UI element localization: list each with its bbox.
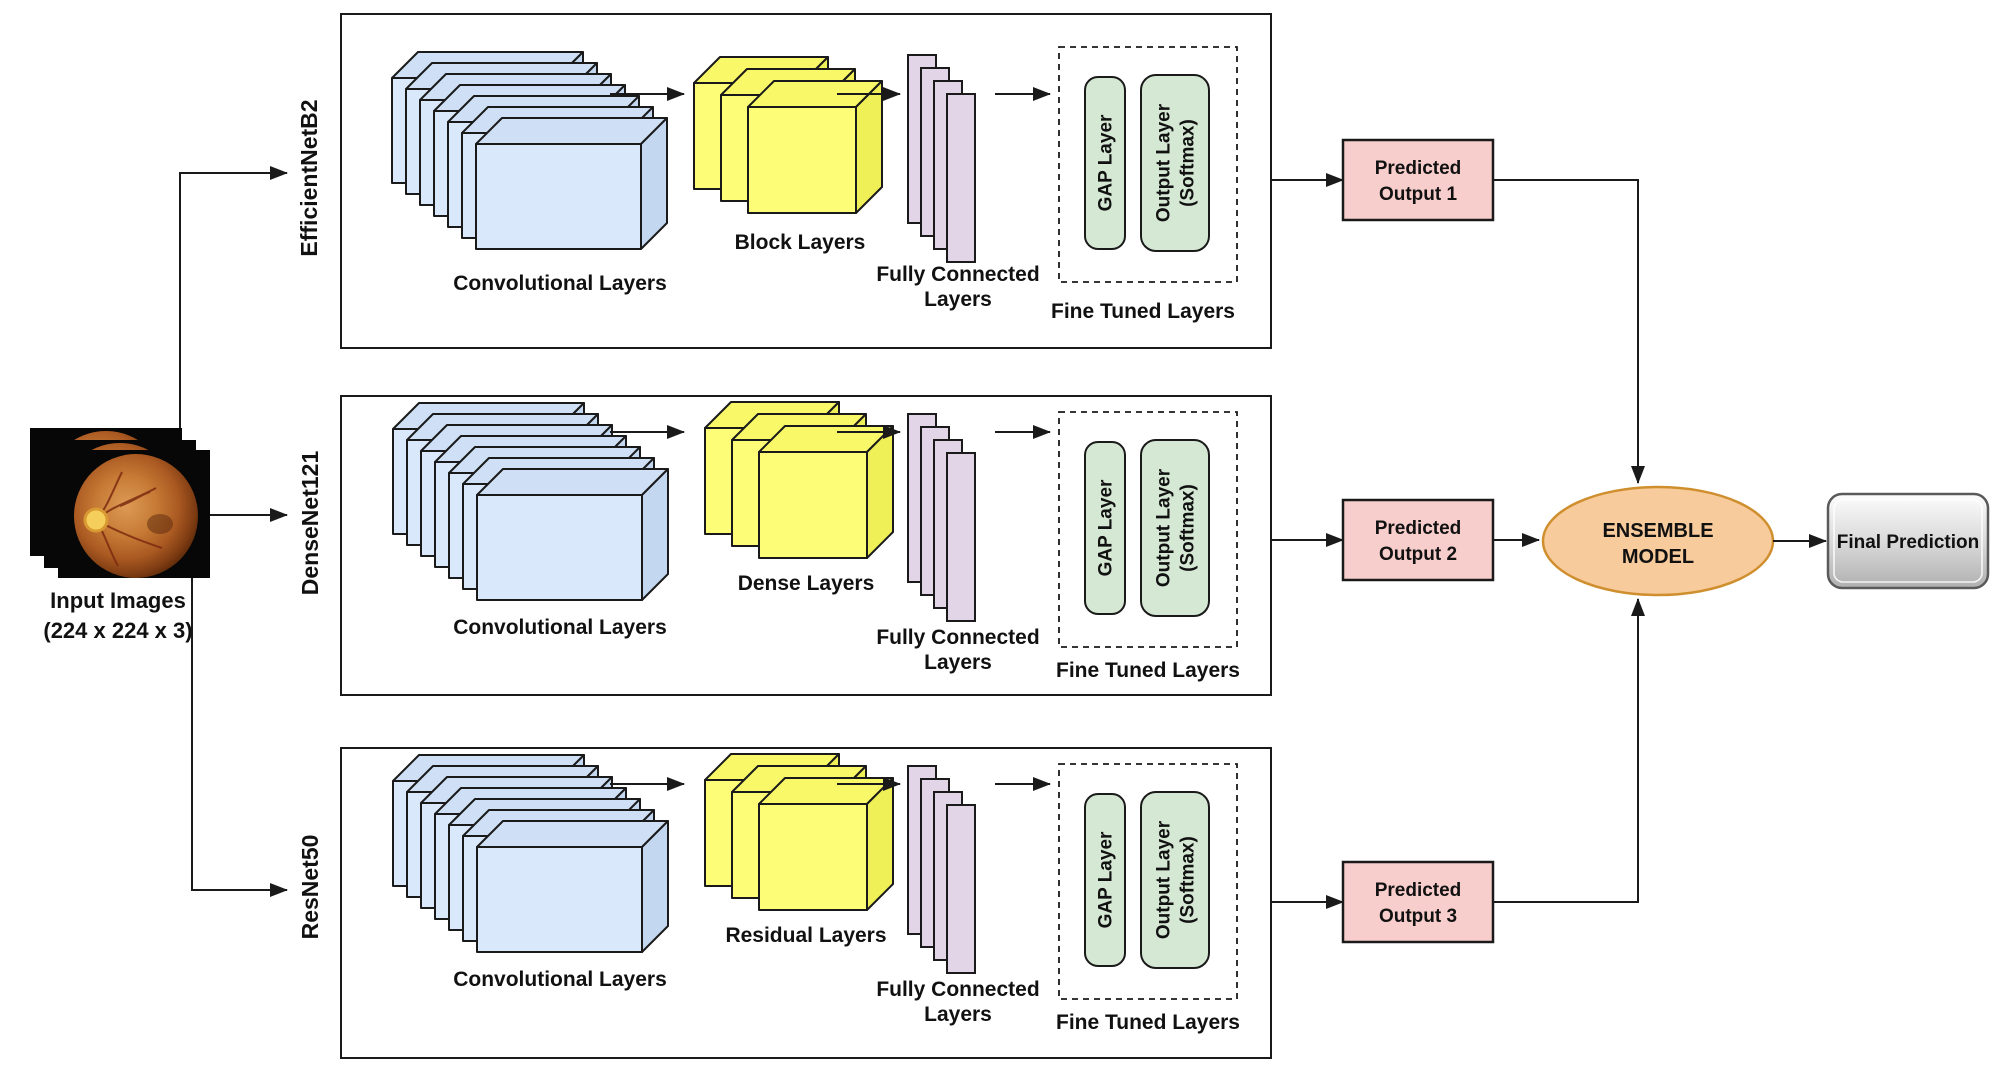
output-layer-label-line1: Output Layer (1154, 468, 1175, 587)
fc-layers-label-line2: Layers (924, 1003, 992, 1026)
model-name-resnet50: ResNet50 (297, 835, 323, 940)
ensemble-model: ENSEMBLE MODEL (1541, 485, 1775, 597)
input-branch-connectors (179, 166, 288, 897)
fc-layers-label-line2: Layers (924, 288, 992, 311)
gap-layer-label: GAP Layer (1096, 479, 1117, 576)
predicted-output-3-line1: Predicted (1375, 880, 1462, 901)
residual-layers-label: Residual Layers (725, 924, 886, 947)
output-layer-label-line2: (Softmax) (1178, 119, 1199, 207)
block-layers-label: Block Layers (735, 231, 866, 254)
connector-input-to-resnet50 (191, 560, 288, 897)
input-images-label-line1: Input Images (50, 588, 186, 613)
predicted-output-3-line2: Output 3 (1379, 906, 1457, 927)
predicted-output-2: Predicted Output 2 (1341, 498, 1495, 582)
fundus-image-front (58, 450, 210, 578)
fine-tuned-label: Fine Tuned Layers (1056, 1011, 1240, 1034)
macula-spot (147, 514, 173, 534)
fc-layers-label-line2: Layers (924, 651, 992, 674)
ensemble-label-line1: ENSEMBLE (1602, 520, 1713, 542)
model-row-resnet50: ResNet50 Convolutional Layers Residual L… (297, 747, 1272, 1059)
fine-tuned-label: Fine Tuned Layers (1051, 300, 1235, 323)
connector-output3-to-ensemble (1493, 598, 1645, 903)
input-images (30, 428, 210, 578)
conv-layers-label: Convolutional Layers (453, 968, 667, 991)
gap-layer-label: GAP Layer (1096, 831, 1117, 928)
predicted-output-2-line2: Output 2 (1379, 544, 1457, 565)
fc-layers-label-line1: Fully Connected (876, 626, 1039, 649)
predicted-output-2-line1: Predicted (1375, 518, 1462, 539)
output-layer-label-line1: Output Layer (1154, 820, 1175, 939)
final-prediction-label: Final Prediction (1837, 532, 1980, 553)
final-prediction: Final Prediction (1826, 492, 1990, 590)
model-row-efficientnetb2: EfficientNetB2 Convolutional Layers Bloc… (296, 13, 1272, 349)
conv-layers-label: Convolutional Layers (453, 616, 667, 639)
fc-layers-label-line1: Fully Connected (876, 263, 1039, 286)
model-row-densenet121: DenseNet121 Convolutional Layers Dense L… (297, 395, 1272, 696)
output-layer-label-line2: (Softmax) (1178, 836, 1199, 924)
fine-tuned-label: Fine Tuned Layers (1056, 659, 1240, 682)
residual-layers-stack (705, 754, 893, 910)
conv-layers-label: Convolutional Layers (453, 272, 667, 295)
connector-input-to-efficientnetb2 (179, 166, 288, 460)
connector-output1-to-ensemble (1493, 179, 1645, 484)
input-images-label-line2: (224 x 224 x 3) (43, 618, 192, 643)
output-layer-label-line1: Output Layer (1154, 103, 1175, 222)
block-layers-stack (694, 57, 882, 213)
model-name-densenet121: DenseNet121 (297, 451, 323, 596)
gap-layer-label: GAP Layer (1096, 114, 1117, 211)
model-name-efficientnetb2: EfficientNetB2 (296, 99, 322, 256)
predicted-output-1: Predicted Output 1 (1341, 138, 1495, 222)
output-layer-label-line2: (Softmax) (1178, 484, 1199, 572)
ensemble-label-line2: MODEL (1622, 546, 1694, 568)
dense-layers-stack (705, 402, 893, 558)
predicted-output-1-line1: Predicted (1375, 158, 1462, 179)
fc-layers-label-line1: Fully Connected (876, 978, 1039, 1001)
optic-disc (83, 507, 109, 533)
dense-layers-label: Dense Layers (738, 572, 875, 595)
predicted-output-1-line2: Output 1 (1379, 184, 1458, 205)
predicted-output-3: Predicted Output 3 (1341, 860, 1495, 944)
